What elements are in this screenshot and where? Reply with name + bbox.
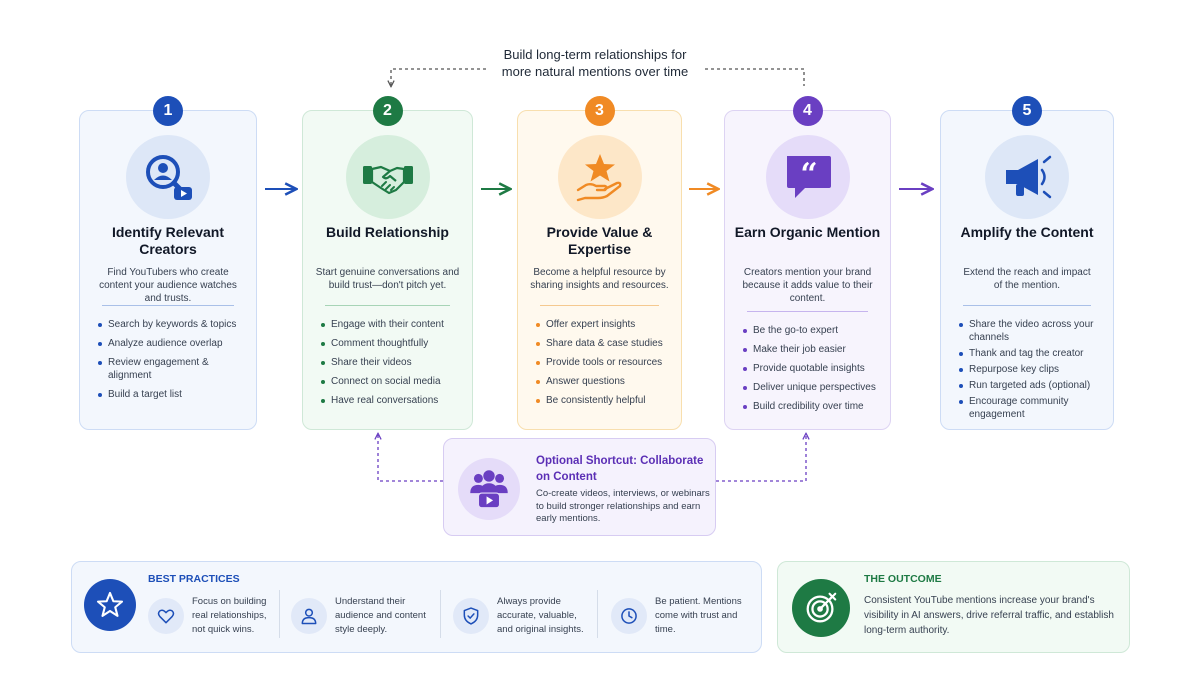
divider xyxy=(279,590,280,638)
list-item: Be the go-to expert xyxy=(739,324,882,337)
list-item: Build credibility over time xyxy=(739,400,882,413)
list-item: Be consistently helpful xyxy=(532,394,673,407)
list-item: Provide tools or resources xyxy=(532,356,673,369)
heart-icon xyxy=(148,598,184,634)
step-number-2: 2 xyxy=(372,96,403,126)
magnifier-person-video-icon xyxy=(126,135,210,219)
step-desc-1: Find YouTubers who create content your a… xyxy=(99,267,237,304)
step-card-1: 1 Identify Relevant Creators Find YouTub… xyxy=(79,96,257,430)
step-number-3: 3 xyxy=(584,96,615,126)
tip-text: Always provide accurate, valuable, and o… xyxy=(497,596,584,635)
shortcut-arrow-right xyxy=(716,434,806,482)
step-desc-3: Become a helpful resource by sharing ins… xyxy=(530,267,669,291)
step-title-2: Build Relationship xyxy=(326,224,449,240)
quote-bubble-icon: “ xyxy=(765,135,850,219)
step-desc-5: Extend the reach and impact of the menti… xyxy=(963,267,1091,291)
megaphone-icon xyxy=(985,135,1069,219)
list-item: Search by keywords & topics xyxy=(94,318,248,331)
divider xyxy=(440,590,441,638)
list-item: Encourage community engagement xyxy=(955,395,1105,421)
list-item: Provide quotable insights xyxy=(739,362,882,375)
person-icon xyxy=(291,598,327,634)
loop-line xyxy=(705,68,805,86)
list-item: Review engagement & alignment xyxy=(94,356,248,382)
list-item: Repurpose key clips xyxy=(955,363,1105,376)
divider xyxy=(597,590,598,638)
loop-note: Build long-term relationships for more n… xyxy=(501,47,689,79)
outcome-title: THE OUTCOME xyxy=(864,573,942,585)
list-item: Connect on social media xyxy=(317,375,464,388)
divider xyxy=(540,305,659,306)
svg-text:“: “ xyxy=(800,157,817,192)
divider xyxy=(963,305,1091,306)
best-practices-title: BEST PRACTICES xyxy=(148,573,240,585)
step-desc-4: Creators mention your brand because it a… xyxy=(742,267,873,304)
handshake-icon xyxy=(345,135,430,219)
list-item: Share data & case studies xyxy=(532,337,673,350)
step-card-3: 3 Provide Value & Expertise Become a hel… xyxy=(517,96,682,430)
clock-icon xyxy=(611,598,647,634)
step-number-5: 5 xyxy=(1012,96,1042,126)
step-number-1: 1 xyxy=(153,96,183,126)
step-list-4: Be the go-to expert Make their job easie… xyxy=(739,324,882,413)
list-item: Offer expert insights xyxy=(532,318,673,331)
step-desc-2: Start genuine conversations and build tr… xyxy=(315,267,460,291)
list-item: Comment thoughtfully xyxy=(317,337,464,350)
tip-text: Be patient. Mentions come with trust and… xyxy=(655,596,742,635)
step-list-5: Share the video across your channels Tha… xyxy=(955,318,1105,421)
list-item: Thank and tag the creator xyxy=(955,347,1105,360)
hand-star-icon xyxy=(557,135,642,219)
shortcut-description: Co-create videos, interviews, or webinar… xyxy=(536,488,710,524)
divider xyxy=(747,311,868,312)
outcome-panel: THE OUTCOME Consistent YouTube mentions … xyxy=(777,561,1130,653)
list-item: Have real conversations xyxy=(317,394,464,407)
step-card-5: 5 Amplify the Content Extend the reach a… xyxy=(940,96,1114,430)
outcome-description: Consistent YouTube mentions increase you… xyxy=(864,595,1114,636)
shield-check-icon xyxy=(453,598,489,634)
list-item: Run targeted ads (optional) xyxy=(955,379,1105,392)
list-item: Answer questions xyxy=(532,375,673,388)
list-item: Deliver unique perspectives xyxy=(739,381,882,394)
star-icon xyxy=(84,579,136,631)
list-item: Build a target list xyxy=(94,388,248,401)
tip-text: Understand their audience and content st… xyxy=(335,596,426,635)
step-title-3: Provide Value & Expertise xyxy=(546,224,653,257)
tip-text: Focus on building real relationships, no… xyxy=(192,596,267,635)
step-number-4: 4 xyxy=(792,96,823,126)
list-item: Engage with their content xyxy=(317,318,464,331)
step-list-1: Search by keywords & topics Analyze audi… xyxy=(94,318,248,401)
step-list-2: Engage with their content Comment though… xyxy=(317,318,464,407)
step-card-4: 4 “ Earn Organic Mention Creators mentio… xyxy=(724,96,891,430)
step-title-1: Identify Relevant Creators xyxy=(111,224,225,257)
step-title-4: Earn Organic Mention xyxy=(734,224,881,240)
loop-arrow xyxy=(391,68,486,86)
list-item: Make their job easier xyxy=(739,343,882,356)
divider xyxy=(325,305,450,306)
target-arrow-icon xyxy=(792,579,850,637)
step-list-3: Offer expert insights Share data & case … xyxy=(532,318,673,407)
list-item: Share their videos xyxy=(317,356,464,369)
step-title-5: Amplify the Content xyxy=(960,224,1094,240)
divider xyxy=(102,305,234,306)
list-item: Share the video across your channels xyxy=(955,318,1105,344)
shortcut-arrow-left xyxy=(378,434,443,482)
step-card-2: 2 Build Relationship Start genuine conve… xyxy=(302,96,473,430)
shortcut-card: Optional Shortcut: Collaborate on Conten… xyxy=(443,438,716,536)
best-practices-panel: BEST PRACTICES Focus on building real re… xyxy=(71,561,762,653)
shortcut-title: Optional Shortcut: Collaborate on Conten… xyxy=(536,455,704,483)
list-item: Analyze audience overlap xyxy=(94,337,248,350)
group-video-icon xyxy=(458,458,520,520)
